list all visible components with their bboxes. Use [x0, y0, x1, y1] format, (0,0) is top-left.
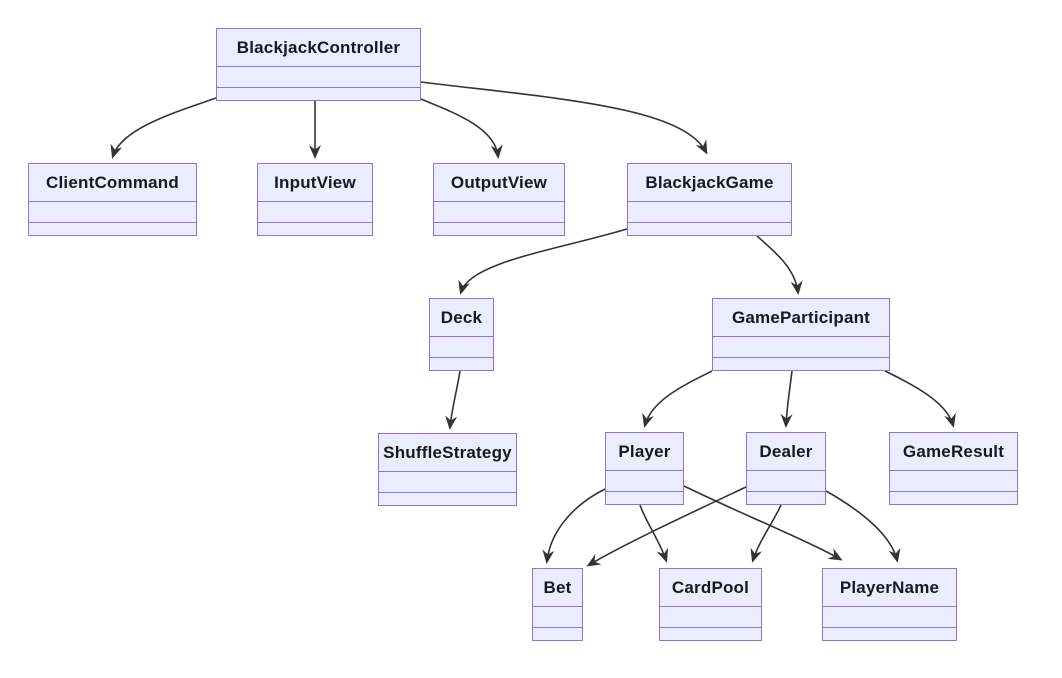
attributes-compartment [434, 201, 564, 222]
class-name-label: BlackjackController [236, 37, 401, 57]
attributes-compartment [430, 336, 493, 357]
methods-compartment [533, 627, 582, 640]
methods-compartment [660, 627, 761, 640]
methods-compartment [628, 222, 791, 235]
attributes-compartment [217, 66, 420, 87]
class-name-label: BlackjackGame [645, 172, 774, 192]
edge-blackjackcontroller-to-blackjackgame [420, 81, 708, 155]
methods-compartment [434, 222, 564, 235]
edge-dealer-to-bet [586, 486, 747, 567]
attributes-compartment [660, 606, 761, 627]
class-name-label: ClientCommand [46, 172, 179, 192]
class-box-shufflestrategy: ShuffleStrategy [378, 433, 517, 506]
attributes-compartment [713, 336, 889, 357]
methods-compartment [379, 492, 516, 505]
class-box-blackjackcontroller: BlackjackController [216, 28, 421, 101]
class-box-gameparticipant: GameParticipant [712, 298, 890, 371]
methods-compartment [217, 87, 420, 100]
class-name-label: Player [618, 441, 671, 461]
edge-dealer-to-playername [825, 490, 901, 563]
attributes-compartment [890, 470, 1017, 491]
class-box-deck: Deck [429, 298, 494, 371]
edge-gameparticipant-to-player [642, 370, 713, 428]
methods-compartment [823, 627, 956, 640]
methods-compartment [258, 222, 372, 235]
class-name-label: Deck [440, 307, 483, 327]
attributes-compartment [823, 606, 956, 627]
class-name-label: GameResult [902, 441, 1005, 461]
methods-compartment [430, 357, 493, 370]
class-box-gameresult: GameResult [889, 432, 1018, 505]
class-name-label: PlayerName [839, 577, 940, 597]
class-name-label: ShuffleStrategy [383, 442, 512, 462]
edge-blackjackgame-to-deck [458, 228, 628, 295]
attributes-compartment [258, 201, 372, 222]
attributes-compartment [747, 470, 825, 491]
class-box-inputview: InputView [257, 163, 373, 236]
edge-player-to-playername [683, 485, 843, 561]
methods-compartment [29, 222, 196, 235]
class-box-bet: Bet [532, 568, 583, 641]
edge-player-to-cardpool [639, 504, 669, 563]
attributes-compartment [628, 201, 791, 222]
edge-dealer-to-cardpool [750, 504, 782, 563]
attributes-compartment [533, 606, 582, 627]
class-name-label: Bet [543, 577, 572, 597]
class-box-outputview: OutputView [433, 163, 565, 236]
class-name-label: GameParticipant [731, 307, 871, 327]
edge-deck-to-shufflestrategy [445, 370, 461, 430]
edge-blackjackcontroller-to-clientcommand [110, 97, 217, 159]
methods-compartment [890, 491, 1017, 504]
class-name-label: InputView [274, 172, 356, 192]
edge-gameparticipant-to-gameresult [884, 370, 956, 428]
attributes-compartment [379, 471, 516, 492]
methods-compartment [606, 491, 683, 504]
class-box-dealer: Dealer [746, 432, 826, 505]
edge-blackjackcontroller-to-outputview [420, 98, 503, 159]
edge-gameparticipant-to-dealer [780, 370, 793, 428]
attributes-compartment [29, 201, 196, 222]
methods-compartment [747, 491, 825, 504]
class-box-cardpool: CardPool [659, 568, 762, 641]
class-name-label: OutputView [450, 172, 548, 192]
class-name-label: CardPool [671, 577, 750, 597]
class-box-playername: PlayerName [822, 568, 957, 641]
class-name-label: Dealer [759, 441, 813, 461]
edge-blackjackgame-to-gameparticipant [756, 235, 803, 295]
class-box-blackjackgame: BlackjackGame [627, 163, 792, 236]
attributes-compartment [606, 470, 683, 491]
methods-compartment [713, 357, 889, 370]
class-box-player: Player [605, 432, 684, 505]
edge-player-to-bet [542, 488, 606, 564]
class-box-clientcommand: ClientCommand [28, 163, 197, 236]
